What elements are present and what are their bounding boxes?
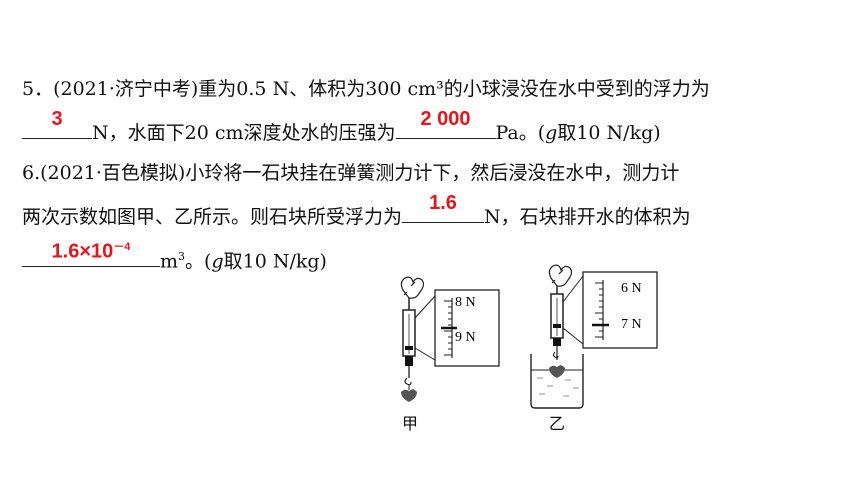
q5-blank2: 2 000 xyxy=(395,108,496,139)
q6-text-line1: 6.(2021·百色模拟)小玲将一石块挂在弹簧测力计下，然后浸没在水中，测力计 xyxy=(22,162,680,184)
q6-answer1: 1.6 xyxy=(429,192,457,214)
stone-icon xyxy=(549,365,565,378)
q6-text-2a: 两次示数如图甲、乙所示。则石块所受浮力为 xyxy=(22,206,403,228)
q5-text-line1: 5．(2021·济宁中考)重为0.5 N、体积为300 cm³的小球浸没在水中受… xyxy=(22,78,710,100)
q6-line2: 两次示数如图甲、乙所示。则石块所受浮力为 1.6 N，石块排开水的体积为 xyxy=(22,192,691,230)
q5-text-2b: Pa。( xyxy=(495,122,546,144)
q6-text-3a: m xyxy=(160,250,179,273)
q6-g-symbol: g xyxy=(211,250,224,273)
q5-line2: 3 N，水面下20 cm深度处水的压强为 2 000 Pa。(g取10 N/kg… xyxy=(22,108,661,146)
q6-text-3c: 取10 N/kg) xyxy=(223,250,327,273)
q5-text-2c: 取10 N/kg) xyxy=(557,122,661,144)
q6-text-2b: N，石块排开水的体积为 xyxy=(484,206,691,228)
q6-blank2: 1.6×10－4 xyxy=(22,241,160,268)
q6-text-3b: 。( xyxy=(185,250,212,273)
figure-jia: 8 N 9 N xyxy=(400,276,500,402)
q5-text-2a: N，水面下20 cm深度处水的压强为 xyxy=(92,122,396,144)
stone-icon xyxy=(401,389,417,402)
q5-line1: 5．(2021·济宁中考)重为0.5 N、体积为300 cm³的小球浸没在水中受… xyxy=(22,76,710,102)
hand-icon xyxy=(400,276,425,299)
beaker xyxy=(530,354,584,409)
yi-bottom-label: 7 N xyxy=(621,317,642,332)
scale-magnified-view xyxy=(582,271,658,349)
q6-answer2: 1.6×10－4 xyxy=(22,234,160,265)
q6-blank1: 1.6 xyxy=(402,192,485,223)
q6-line3: 1.6×10－4 m3。(g取10 N/kg) xyxy=(22,241,327,274)
caption-jia: 甲 xyxy=(402,414,419,433)
figure-yi: 6 N 7 N xyxy=(530,264,658,409)
jia-top-label: 8 N xyxy=(455,295,476,310)
q5-answer2: 2 000 xyxy=(420,108,471,130)
yi-top-label: 6 N xyxy=(621,281,642,296)
scale-magnified-view xyxy=(434,289,500,367)
q6-text-3sup: 3 xyxy=(178,250,186,263)
q5-blank1: 3 xyxy=(22,108,92,139)
hand-icon xyxy=(548,264,573,287)
jia-bottom-label: 9 N xyxy=(455,330,476,345)
caption-yi: 乙 xyxy=(549,414,566,433)
q5-answer1: 3 xyxy=(51,108,63,130)
q6-answer2-exponent: －4 xyxy=(113,241,131,254)
q6-answer2-base: 1.6×10 xyxy=(51,240,114,263)
q5-g-symbol: g xyxy=(545,122,558,144)
q6-line1: 6.(2021·百色模拟)小玲将一石块挂在弹簧测力计下，然后浸没在水中，测力计 xyxy=(22,160,679,186)
